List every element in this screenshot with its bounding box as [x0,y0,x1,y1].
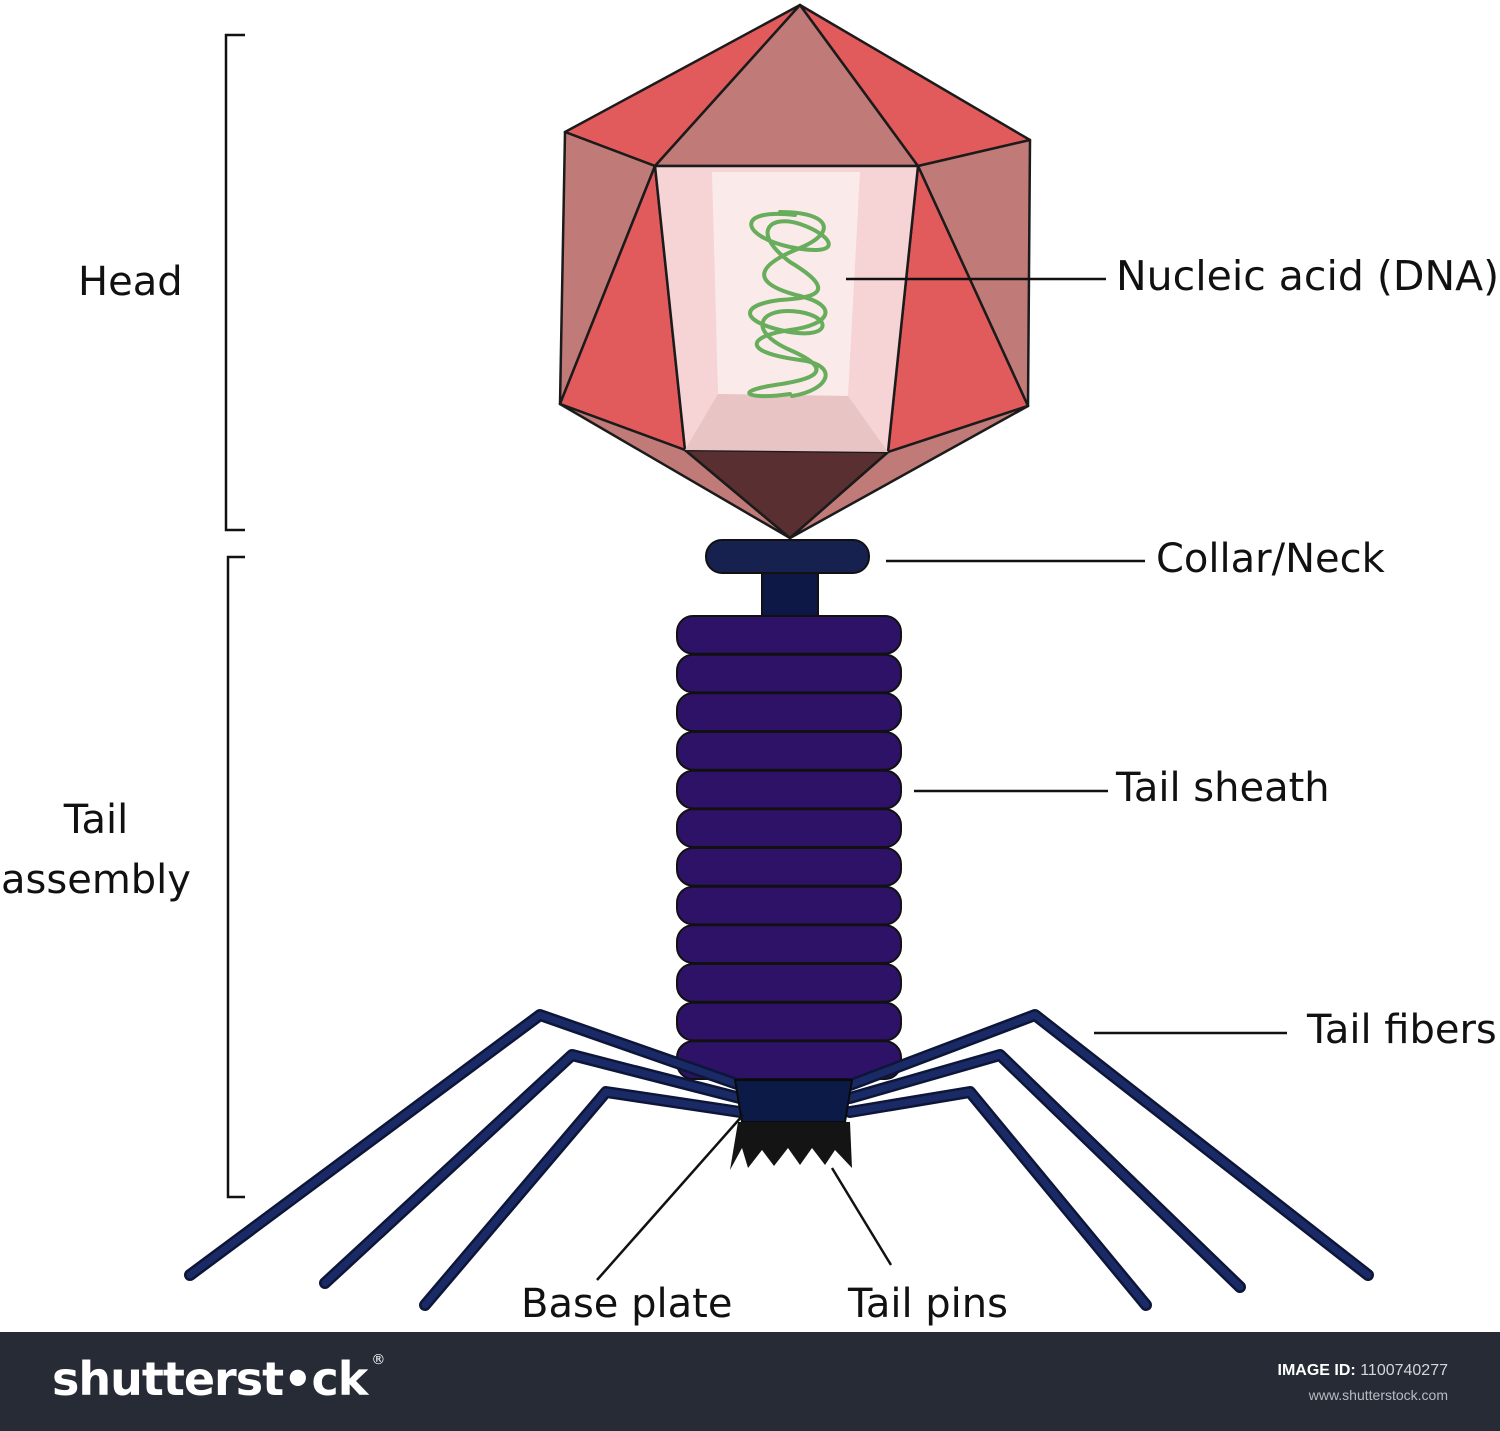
head-bracket [224,33,245,532]
sheath-ring [676,885,902,926]
capsid-window-bottom-shade [685,394,888,452]
sheath-ring [676,963,902,1003]
image-id-label: IMAGE ID: [1277,1362,1356,1379]
bacteriophage-diagram [184,3,1374,1311]
tail-assembly-label-line2: assembly [1,857,191,903]
fiber-left-1-fill [186,1011,744,1279]
base-plate-label: Base plate [521,1281,733,1327]
sheath-ring [676,1001,902,1042]
sheath-ring [676,615,902,655]
sheath-ring [676,769,902,810]
nucleic-acid-label: Nucleic acid (DNA) [1116,252,1500,300]
sheath-ring [676,692,902,732]
collar-disk [705,539,870,574]
capsid-head [558,3,1032,540]
tail-pins-label: Tail pins [848,1281,1008,1327]
footer-url: www.shutterstock.com [1308,1387,1448,1403]
tail-pins [730,1122,852,1170]
collar-neck-label: Collar/Neck [1156,536,1385,582]
tail-assembly-label-line1: Tail [63,797,129,843]
registered-mark: ® [371,1352,385,1368]
tail-assembly-label: Tail assembly [0,790,192,910]
stock-footer-bar: shutterst•ck® IMAGE ID: 1100740277 www.s… [0,1332,1500,1431]
neck-stalk [761,572,819,618]
capsid-window-inner [712,172,860,396]
shutterstock-logo: shutterst•ck® [52,1352,385,1406]
tail-fibers [184,1009,1374,1311]
tail-fibers-label: Tail fibers [1307,1007,1497,1053]
image-id: IMAGE ID: 1100740277 [1278,1362,1448,1380]
sheath-ring [676,808,902,848]
fiber-left-3-fill [421,1088,744,1309]
fiber-right-2-fill [846,1051,1244,1291]
base-plate [733,1079,854,1123]
tail-pins-leader [830,1167,893,1266]
fiber-right-3-fill [846,1088,1150,1309]
tail-sheath [676,615,902,1081]
fiber-left-2-fill [321,1051,744,1287]
image-id-value: 1100740277 [1360,1362,1448,1379]
sheath-ring [676,731,902,771]
collar-neck [705,539,870,618]
sheath-ring [676,653,902,694]
tail-sheath-label: Tail sheath [1116,765,1330,811]
sheath-ring [676,847,902,887]
head-label: Head [78,259,183,305]
fiber-right-2 [844,1049,1246,1293]
sheath-ring [676,924,902,964]
dna-icon [747,210,831,399]
base-plate-leader [596,1114,744,1281]
logo-text: shutterst•ck [52,1352,368,1406]
fiber-right-1-fill [846,1011,1372,1279]
tail-assembly-bracket [226,555,245,1199]
leader-lines [596,277,1287,1281]
